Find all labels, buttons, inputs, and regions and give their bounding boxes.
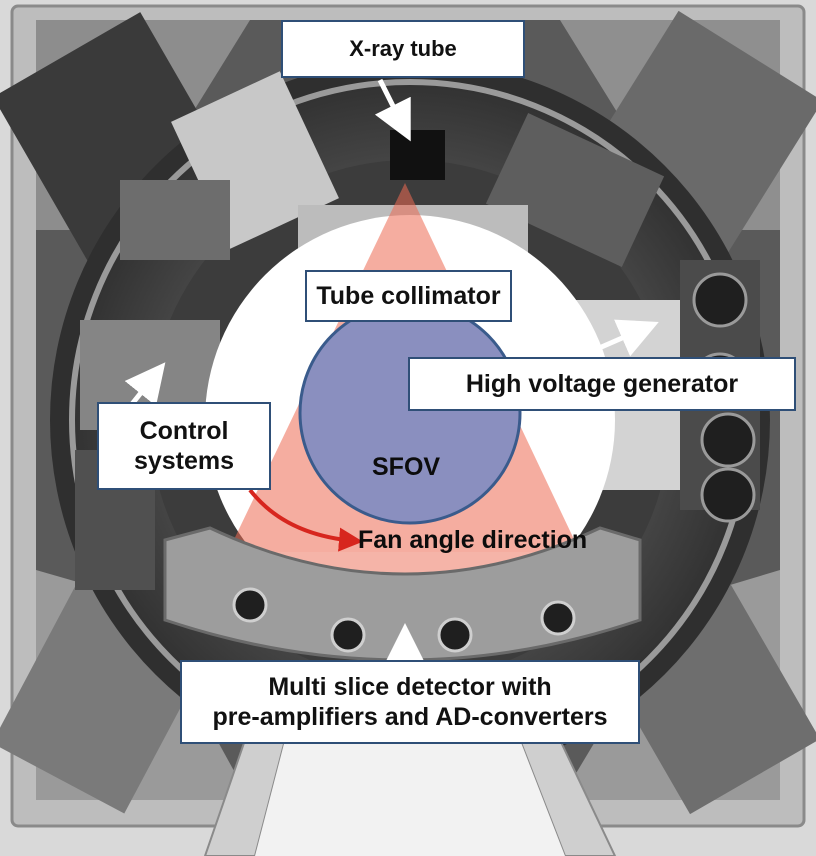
fan-angle-arrow <box>248 488 363 552</box>
control-systems-label-line1: Control <box>139 417 229 445</box>
hv-generator-pointer-arrow <box>589 319 659 357</box>
xray-tube-label: X-ray tube <box>281 20 525 78</box>
control-systems-pointer-arrow <box>124 362 166 407</box>
xray-tube-pointer-arrow <box>374 78 411 142</box>
patient-table-rails <box>203 739 617 856</box>
control-systems-label: Control systems <box>97 402 271 490</box>
tube-collimator-label-text: Tube collimator <box>316 281 501 310</box>
xray-tube-label-text: X-ray tube <box>349 36 457 61</box>
sfov-label: SFOV <box>372 453 441 481</box>
detector-label-line1: Multi slice detector with <box>268 673 552 701</box>
control-systems-label-line2: systems <box>133 447 235 475</box>
tube-collimator-label: Tube collimator <box>305 270 512 322</box>
high-voltage-generator-label-text: High voltage generator <box>465 369 739 398</box>
detector-label-line2: pre-amplifiers and AD-converters <box>212 703 608 731</box>
sfov-circle <box>298 301 522 525</box>
detector-array <box>163 526 642 662</box>
fan-angle-direction-label: Fan angle direction <box>358 526 588 554</box>
detector-label: Multi slice detector with pre-amplifiers… <box>180 660 640 744</box>
high-voltage-generator-label: High voltage generator <box>408 357 796 411</box>
